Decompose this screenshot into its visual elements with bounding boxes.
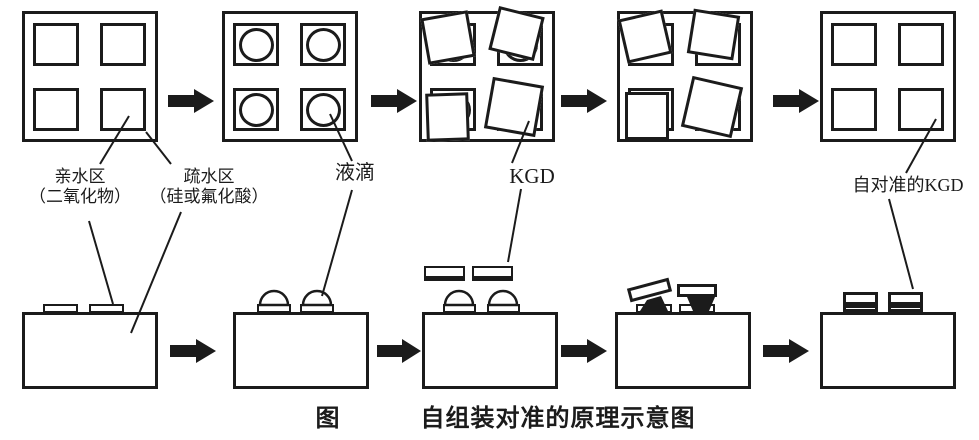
substrate-side-view-step-3 [422,312,558,389]
label-hydrophilic-line2: （二氧化物） [29,186,131,206]
kgd-chip [425,92,470,142]
binding-pad [257,304,291,313]
droplet-dome [443,289,475,307]
binding-site [300,23,346,66]
leader-line [88,220,114,305]
flow-arrow [170,339,216,363]
droplet-dome [258,289,290,307]
flow-arrow [371,89,417,113]
substrate-side-view-step-1 [22,312,158,389]
flow-arrow [561,339,607,363]
flow-arrow [561,89,607,113]
flow-arrow [773,89,819,113]
droplet-circle [306,93,341,127]
wafer-top-view-step-4 [617,8,753,142]
label-hydrophobic-line1: 疏水区 [183,167,235,186]
bond-layer [846,302,875,308]
binding-site [33,88,79,131]
droplet-circle [239,93,274,127]
label-aligned-kgd: 自对准的KGD [852,175,964,195]
aligned-kgd-site [898,88,944,131]
binding-site [233,88,279,131]
kgd-chip-side [424,266,465,281]
figure-caption-title: 自组装对准的原理示意图 [420,406,696,432]
kgd-chip [625,92,669,140]
binding-site [300,88,346,131]
label-hydrophilic-line1: 亲水区 [54,167,106,186]
leader-line [321,189,353,297]
binding-site [233,23,279,66]
binding-pad [300,304,334,313]
aligned-kgd-site [831,23,877,66]
droplet-dome [301,289,333,307]
binding-site [100,88,146,131]
label-hydrophilic-region: 亲水区 （二氧化物） [20,167,140,206]
substrate-side-view-step-5 [820,312,956,389]
label-kgd: KGD [509,164,555,188]
substrate-side-view-step-4 [615,312,751,389]
droplet-circle [239,28,274,62]
aligned-kgd-site [898,23,944,66]
leader-line [507,188,522,263]
kgd-chip [420,10,476,65]
kgd-chip [483,76,545,138]
wafer-top-view-step-2 [222,11,358,142]
aligned-kgd-stack [843,292,878,312]
wafer-top-view-step-5 [820,11,956,142]
bond-layer [891,302,920,308]
flow-arrow [377,339,421,363]
leader-line [888,198,914,290]
wafer-top-view-step-3 [419,5,555,142]
binding-pad [636,304,672,313]
flow-arrow [763,339,809,363]
kgd-chip [686,8,741,61]
label-hydrophobic-line2: （硅或氟化酸） [149,186,269,206]
substrate-side-view-step-2 [233,312,369,389]
aligned-kgd-stack [888,292,923,312]
binding-site [100,23,146,66]
label-droplet: 液滴 [335,162,375,184]
binding-pad [487,304,520,313]
binding-pad [679,304,715,313]
binding-site [33,23,79,66]
binding-pad [443,304,476,313]
droplet-circle [306,28,341,62]
figure-caption-prefix: 图 [315,406,341,432]
droplet-dome [487,289,519,307]
flow-arrow [168,89,214,113]
aligned-kgd-site [831,88,877,131]
kgd-chip-side [677,284,717,297]
wafer-top-view-step-1 [22,11,158,142]
label-hydrophobic-region: 疏水区 （硅或氟化酸） [140,167,278,206]
binding-pad [43,304,78,313]
binding-pad [89,304,124,313]
kgd-chip-side [472,266,513,281]
kgd-chip-side [626,277,673,303]
